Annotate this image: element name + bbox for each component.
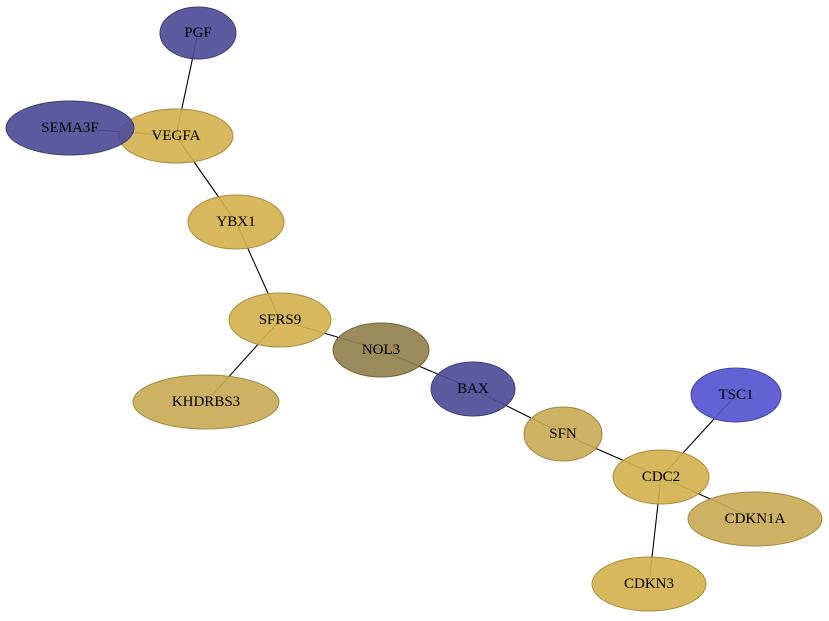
node-label-sema3f: SEMA3F <box>41 120 99 136</box>
node-shape-sfrs9[interactable] <box>228 292 332 348</box>
node-shape-nol3[interactable] <box>332 322 430 378</box>
node-label-tsc1: TSC1 <box>718 387 753 403</box>
node-shape-bax[interactable] <box>430 361 516 417</box>
node-label-pgf: PGF <box>184 25 212 41</box>
node-label-cdkn1a: CDKN1A <box>725 511 786 527</box>
node-label-bax: BAX <box>457 381 489 397</box>
node-label-nol3: NOL3 <box>362 342 400 358</box>
node-vegfa[interactable]: VEGFA <box>118 108 234 164</box>
node-shape-ybx1[interactable] <box>187 194 285 250</box>
node-label-khdrbs3: KHDRBS3 <box>172 394 240 410</box>
node-label-cdc2: CDC2 <box>642 469 680 485</box>
node-shape-cdc2[interactable] <box>612 449 710 505</box>
node-shape-pgf[interactable] <box>159 6 237 60</box>
node-sfrs9[interactable]: SFRS9 <box>228 292 332 348</box>
node-cdkn3[interactable]: CDKN3 <box>591 556 707 612</box>
node-sema3f[interactable]: SEMA3F <box>5 100 135 156</box>
node-shape-tsc1[interactable] <box>690 367 782 423</box>
node-shape-sfn[interactable] <box>523 406 603 462</box>
node-cdc2[interactable]: CDC2 <box>612 449 710 505</box>
node-label-ybx1: YBX1 <box>216 214 255 230</box>
node-tsc1[interactable]: TSC1 <box>690 367 782 423</box>
node-label-sfrs9: SFRS9 <box>259 312 302 328</box>
node-shape-cdkn1a[interactable] <box>687 491 823 547</box>
node-shape-sema3f[interactable] <box>5 100 135 156</box>
node-shape-cdkn3[interactable] <box>591 556 707 612</box>
node-ybx1[interactable]: YBX1 <box>187 194 285 250</box>
node-label-sfn: SFN <box>549 426 577 442</box>
node-label-cdkn3: CDKN3 <box>624 576 674 592</box>
node-label-vegfa: VEGFA <box>152 128 201 144</box>
node-cdkn1a[interactable]: CDKN1A <box>687 491 823 547</box>
node-khdrbs3[interactable]: KHDRBS3 <box>132 374 280 430</box>
node-shape-khdrbs3[interactable] <box>132 374 280 430</box>
node-pgf[interactable]: PGF <box>159 6 237 60</box>
node-nol3[interactable]: NOL3 <box>332 322 430 378</box>
node-sfn[interactable]: SFN <box>523 406 603 462</box>
node-bax[interactable]: BAX <box>430 361 516 417</box>
